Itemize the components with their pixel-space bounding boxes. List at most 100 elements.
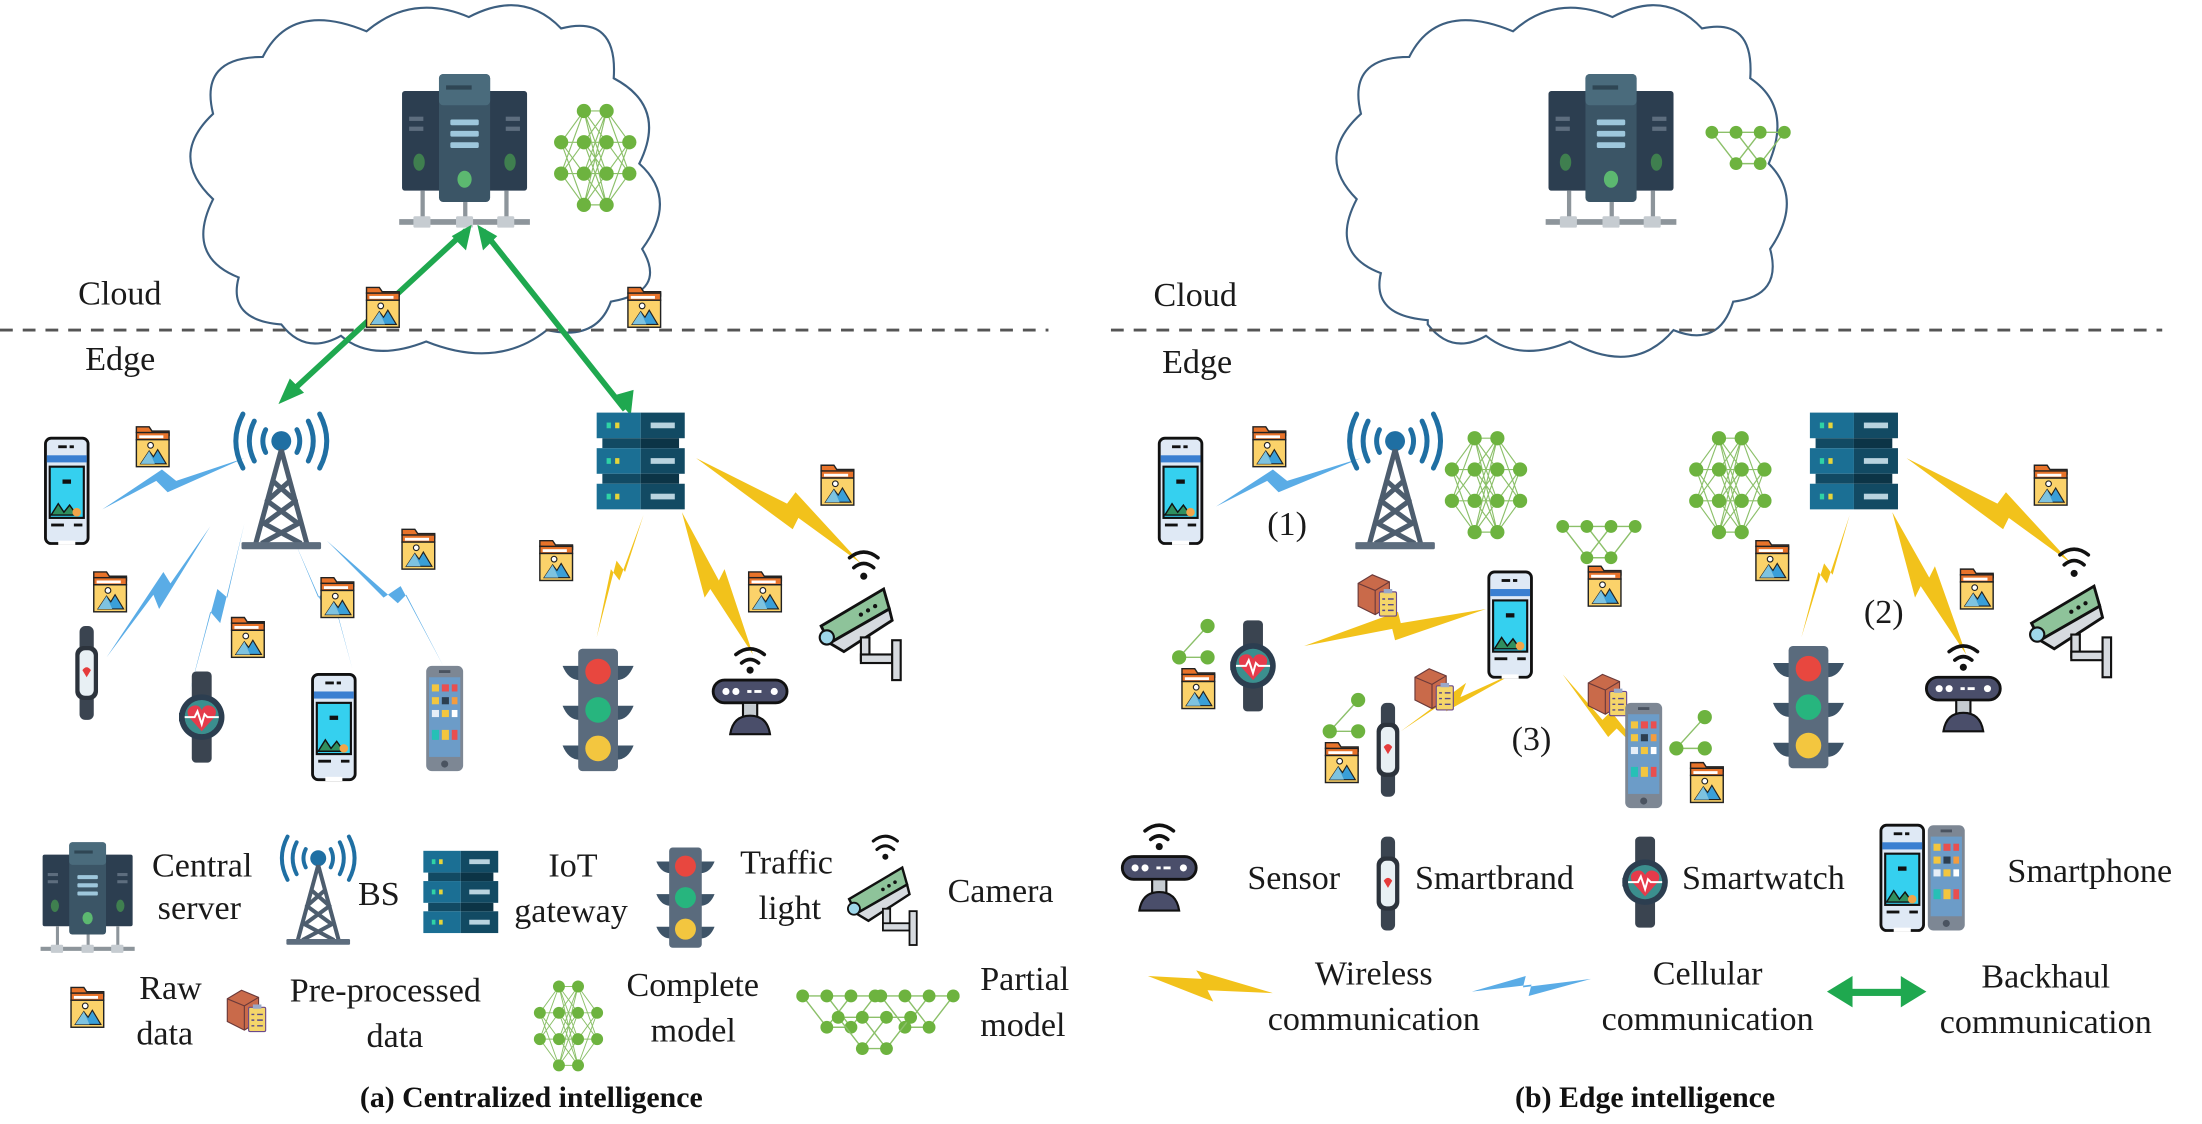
- base-station-icon: [236, 414, 327, 549]
- camera-icon: [2028, 547, 2113, 680]
- legend-label: Sensor: [1247, 860, 1340, 897]
- raw-data-icon: [539, 539, 574, 582]
- smartband-icon: [75, 626, 99, 720]
- smartphone-icon: [1487, 570, 1533, 681]
- legend-label: Pre-processed: [290, 973, 481, 1010]
- wireless-links: [596, 458, 861, 655]
- raw-data-icon: [135, 426, 170, 468]
- wireless-link-icon: [1147, 970, 1273, 1002]
- raw-data-icon: [93, 571, 128, 613]
- raw-data-icon: [1181, 667, 1216, 710]
- legend-label: Central: [152, 847, 252, 884]
- smartwatch-icon: [1229, 619, 1277, 713]
- partial-model-icon: [1171, 618, 1216, 666]
- legend-label: Backhaul: [1981, 958, 2110, 995]
- raw-data-icon: [1587, 565, 1622, 607]
- panel-b: Cloud Edge (1) (2): [1110, 4, 2172, 1114]
- smartphone-icon: [311, 672, 357, 783]
- legend-label: data: [367, 1018, 424, 1055]
- preprocessed-data-icon: [1357, 574, 1398, 617]
- sensor-icon: [711, 647, 789, 736]
- raw-data-icon: [70, 986, 105, 1028]
- partial-model-icon: [1555, 519, 1643, 565]
- annotation-2: (2): [1864, 594, 1904, 631]
- raw-data-icon: [1959, 568, 1994, 610]
- sensor-icon: [1924, 644, 2003, 734]
- complete-model-icon: [1444, 430, 1528, 540]
- legend-row-1: Sensor Smartbrand Smartwatch Smartphone: [1120, 823, 2172, 934]
- legend-label: Cellular: [1653, 956, 1763, 993]
- raw-data-icon: [1689, 761, 1724, 804]
- edge-tier-label: Edge: [85, 341, 155, 378]
- legend-label: Complete: [627, 967, 760, 1004]
- sensor-icon: [1120, 823, 1198, 913]
- cloud-tier-label: Cloud: [78, 275, 161, 312]
- iot-gateway-icon: [1809, 412, 1898, 510]
- legend-row-1: Central server BS IoT gateway Traffic li…: [40, 834, 1054, 953]
- preprocessed-data-icon: [226, 989, 267, 1033]
- raw-data-icon: [1252, 426, 1287, 468]
- smartphone-icon: [1157, 436, 1204, 547]
- panel-caption: (b) Edge intelligence: [1515, 1081, 1775, 1114]
- legend-label: Traffic: [740, 845, 833, 882]
- raw-data-icon: [1755, 539, 1790, 582]
- legend-label: IoT: [548, 847, 597, 884]
- smartphone-icon: [44, 436, 90, 547]
- smartband-icon: [1376, 702, 1400, 797]
- raw-data-icon: [747, 571, 783, 613]
- legend-label: Partial: [980, 961, 1069, 998]
- legend-label: light: [759, 890, 822, 927]
- traffic-light-icon: [656, 847, 715, 948]
- preprocessed-data-icon: [1587, 673, 1628, 717]
- smartphone-icon: [1625, 702, 1663, 809]
- traffic-light-icon: [1772, 645, 1844, 769]
- legend-label: BS: [358, 876, 400, 913]
- panel-caption: (a) Centralized intelligence: [360, 1081, 703, 1114]
- legend-label: model: [980, 1007, 1065, 1044]
- complete-model-icon: [533, 979, 604, 1072]
- central-server-icon: [40, 842, 135, 953]
- cellular-link: [1216, 458, 1361, 507]
- annotation-3: (3): [1512, 721, 1552, 758]
- partial-model-icon: [1668, 709, 1713, 757]
- legend-label: communication: [1602, 1001, 1814, 1038]
- legend-label: model: [651, 1012, 736, 1049]
- iot-gateway-icon: [596, 412, 685, 510]
- cellular-link-icon: [1471, 976, 1592, 996]
- legend-label: Smartphone: [2007, 853, 2172, 890]
- iot-gateway-icon: [423, 850, 499, 934]
- legend-label: data: [136, 1015, 193, 1052]
- legend-label: Smartbrand: [1415, 860, 1574, 897]
- partial-model-icon: [1321, 692, 1366, 740]
- raw-data-icon: [401, 528, 436, 570]
- annotation-1: (1): [1267, 506, 1307, 543]
- legend-label: server: [158, 890, 242, 927]
- base-station-icon: [1350, 414, 1441, 549]
- preprocessed-data-icon: [1414, 667, 1455, 711]
- legend-row-2: Raw data Pre-processed data Complete mod…: [70, 961, 1069, 1072]
- edge-tier-label: Edge: [1162, 344, 1232, 381]
- base-station-icon: [279, 834, 357, 947]
- raw-data-icon: [365, 286, 400, 328]
- panel-a: Cloud Edge: [0, 4, 1069, 1114]
- legend-label: gateway: [514, 893, 628, 930]
- legend-label: communication: [1940, 1004, 2152, 1041]
- partial-model-icon: [795, 988, 961, 1056]
- smartband-icon: [1376, 836, 1400, 931]
- raw-data-icon: [820, 464, 855, 506]
- legend-label: Wireless: [1315, 956, 1433, 993]
- legend-label: Raw: [139, 970, 202, 1007]
- camera-icon: [846, 834, 919, 947]
- backhaul-link-icon: [1826, 976, 1927, 1008]
- traffic-light-icon: [562, 648, 634, 772]
- raw-data-icon: [627, 286, 662, 328]
- raw-data-icon: [1324, 741, 1359, 784]
- smartwatch-icon: [178, 670, 226, 764]
- camera-icon: [817, 550, 903, 682]
- smartphone-icon: [426, 665, 464, 772]
- legend-label: communication: [1268, 1001, 1480, 1038]
- legend-label: Camera: [948, 873, 1054, 910]
- raw-data-icon: [320, 576, 355, 619]
- raw-data-icon: [2033, 464, 2068, 506]
